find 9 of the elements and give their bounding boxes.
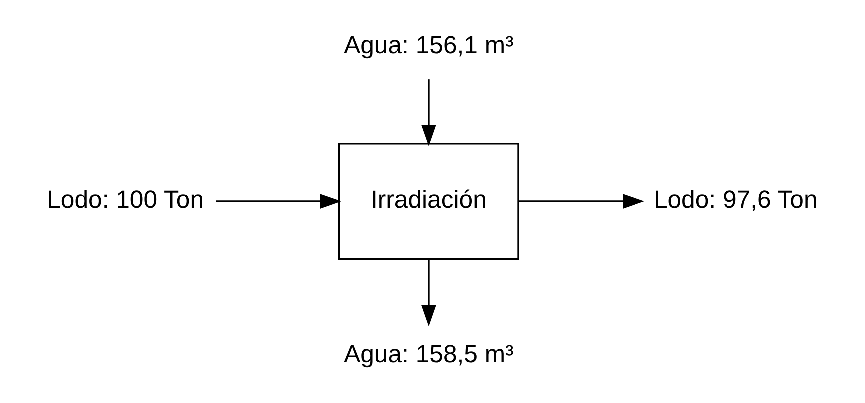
node-text: Lodo: 97,6 Ton <box>654 187 818 214</box>
node-text: Agua: 156,1 m³ <box>344 32 514 60</box>
arrow <box>421 80 436 146</box>
arrow <box>216 194 342 209</box>
arrow <box>421 259 436 327</box>
node-text: Agua: 158,5 m³ <box>344 341 514 368</box>
arrow <box>519 194 644 209</box>
node-text: Lodo: 100 Ton <box>47 187 204 214</box>
node-box: Irradiación <box>338 142 520 260</box>
